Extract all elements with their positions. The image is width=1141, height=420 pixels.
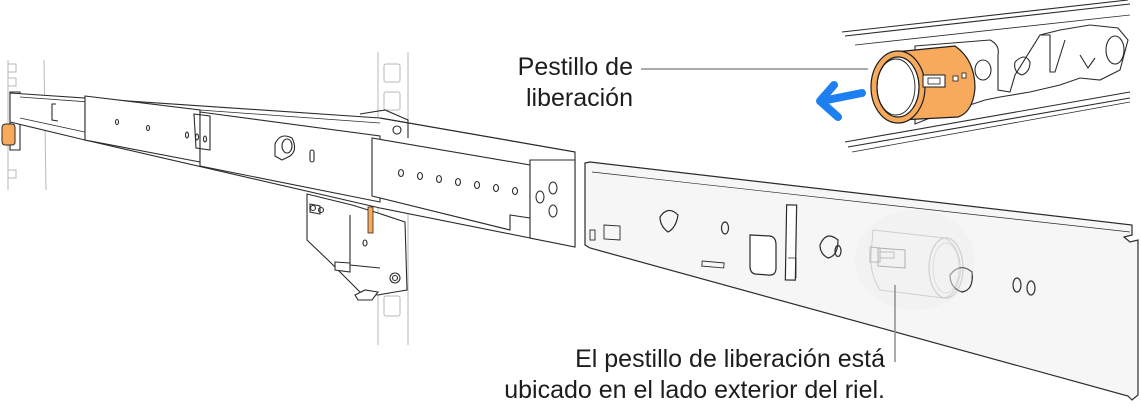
callout-release-latch: Pestillo de liberación bbox=[470, 52, 633, 114]
ghost-release-latch bbox=[855, 210, 975, 310]
release-direction-arrow-icon bbox=[816, 81, 866, 121]
rear-latch-tab bbox=[367, 206, 374, 234]
release-latch-cylinder bbox=[870, 45, 976, 124]
front-latch-tab bbox=[1, 123, 16, 146]
slide-rail-assembly bbox=[9, 91, 576, 301]
callout-release-latch-line1: Pestillo de bbox=[517, 53, 633, 81]
callout-latch-location-line1: El pestillo de liberación está bbox=[575, 345, 885, 373]
callout-latch-location-line2: ubicado en el lado exterior del riel. bbox=[504, 376, 885, 404]
callout-latch-location: El pestillo de liberación está ubicado e… bbox=[420, 344, 885, 406]
outer-rail bbox=[584, 161, 1139, 401]
callout-release-latch-line2: liberación bbox=[525, 84, 633, 112]
